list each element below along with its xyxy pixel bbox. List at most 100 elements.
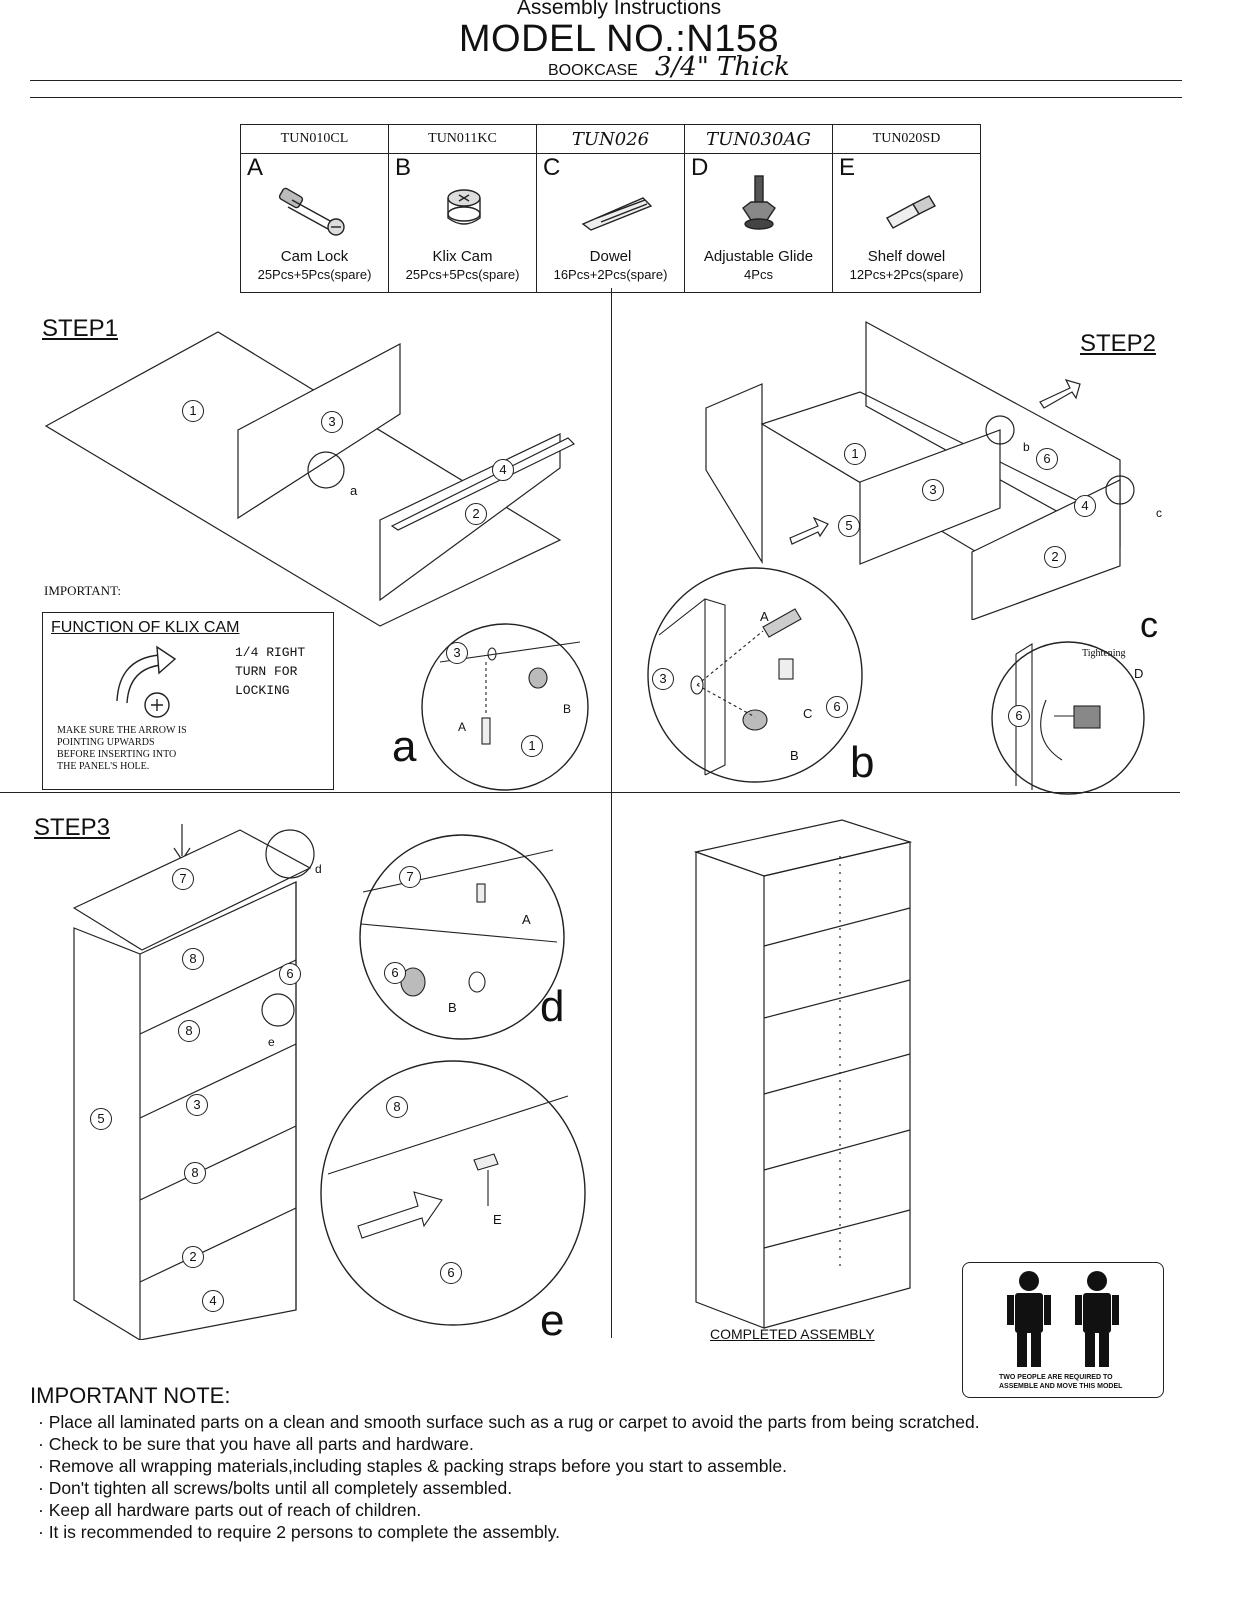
adjustable-glide-icon bbox=[742, 175, 776, 230]
document-subtitle: Assembly Instructions bbox=[516, 0, 722, 19]
panel-1-bottom bbox=[44, 331, 562, 627]
part-callout-3-step3: 3 bbox=[186, 1094, 208, 1116]
part-quantity: 12Pcs+2Pcs(spare) bbox=[849, 267, 964, 282]
function-box-title: FUNCTION OF KLIX CAM bbox=[51, 619, 240, 636]
product-type: BOOKCASE bbox=[548, 62, 638, 79]
cam-lock-icon bbox=[278, 187, 345, 236]
part-letter: C bbox=[543, 154, 561, 181]
detail-letter-e: e bbox=[540, 1296, 565, 1345]
dowel-icon bbox=[581, 197, 653, 231]
vertical-divider bbox=[611, 288, 612, 1338]
two-people-notice-box: TWO PEOPLE ARE REQUIRED TO ASSEMBLE AND … bbox=[962, 1262, 1164, 1398]
part-callout-6-step3: 6 bbox=[279, 963, 301, 985]
part-code-e: TUN020SD bbox=[832, 124, 981, 154]
warn-text-line1: MAKE SURE THE ARROW IS bbox=[57, 725, 187, 736]
tightening-label: Tightening bbox=[1082, 648, 1126, 659]
completed-bookcase-drawing bbox=[693, 819, 913, 1329]
klix-cam-function-box: FUNCTION OF KLIX CAM 1/4 RIGHT TURN FOR … bbox=[42, 612, 334, 790]
detail-letter-a: a bbox=[392, 722, 417, 771]
part-cell-dowel: C Dowel 16Pcs+2Pcs(spare) bbox=[536, 153, 685, 293]
part-letter: B bbox=[395, 154, 412, 181]
step3-label: STEP3 bbox=[34, 814, 111, 841]
note-item: · Check to be sure that you have all par… bbox=[38, 1434, 474, 1454]
part-callout-1-step2: 1 bbox=[844, 443, 866, 465]
step2-label: STEP2 bbox=[1080, 330, 1157, 357]
part-callout-8-b: 8 bbox=[178, 1020, 200, 1042]
detail-d-callout-7: 7 bbox=[399, 866, 421, 888]
part-name: Cam Lock bbox=[280, 248, 349, 265]
part-letter: A bbox=[247, 154, 264, 181]
step3-diagram bbox=[72, 824, 315, 1340]
part-callout-5: 5 bbox=[90, 1108, 112, 1130]
part-letter: E bbox=[839, 154, 856, 181]
handwritten-thickness-note: 3/4" Thick bbox=[655, 52, 790, 82]
part-cell-adjustable-glide: D Adjustable Glide 4Pcs bbox=[684, 153, 833, 293]
part-callout-4: 4 bbox=[492, 459, 514, 481]
two-people-notice-text: TWO PEOPLE ARE REQUIRED TO ASSEMBLE AND … bbox=[999, 1374, 1123, 1390]
part-code-d: TUN030AG bbox=[684, 124, 833, 154]
part-callout-2: 2 bbox=[465, 503, 487, 525]
part-name: Adjustable Glide bbox=[703, 248, 814, 265]
detail-e-callout-6: 6 bbox=[440, 1262, 462, 1284]
part-callout-3-step2: 3 bbox=[922, 479, 944, 501]
detail-a-callout-3: 3 bbox=[446, 642, 468, 664]
detail-b-callout-6: 6 bbox=[826, 696, 848, 718]
part-code-a: TUN010CL bbox=[240, 124, 389, 154]
detail-d-circle bbox=[359, 834, 565, 1040]
part-letter: D bbox=[691, 154, 709, 181]
note-item: · Place all laminated parts on a clean a… bbox=[38, 1412, 980, 1432]
part-cell-klix-cam: B Klix Cam 25Pcs+5Pcs(spare) bbox=[388, 153, 537, 293]
part-callout-7: 7 bbox=[172, 868, 194, 890]
part-quantity: 25Pcs+5Pcs(spare) bbox=[405, 267, 520, 282]
part-callout-3: 3 bbox=[321, 411, 343, 433]
part-callout-5-step2: 5 bbox=[838, 515, 860, 537]
note-item: · It is recommended to require 2 persons… bbox=[38, 1522, 561, 1542]
detail-c-circle bbox=[991, 641, 1145, 795]
part-callout-2-step3: 2 bbox=[182, 1246, 204, 1268]
turn-text-line1: 1/4 RIGHT bbox=[235, 645, 306, 660]
warn-text-line3: BEFORE INSERTING INTO bbox=[57, 749, 177, 760]
part-cell-shelf-dowel: E Shelf dowel 12Pcs+2Pcs(spare) bbox=[832, 153, 981, 293]
detail-letter-d: d bbox=[540, 982, 565, 1031]
detail-b-circle bbox=[647, 567, 863, 783]
part-callout-8-c: 8 bbox=[184, 1162, 206, 1184]
step1-label: STEP1 bbox=[42, 315, 119, 342]
detail-marker-c: c bbox=[1156, 506, 1162, 520]
header-rule-top bbox=[30, 80, 1182, 81]
part-callout-6-step2: 6 bbox=[1036, 448, 1058, 470]
rotate-arrow-icon bbox=[116, 645, 177, 718]
part-quantity: 25Pcs+5Pcs(spare) bbox=[257, 267, 372, 282]
detail-marker-b: b bbox=[1023, 440, 1030, 454]
part-quantity: 16Pcs+2Pcs(spare) bbox=[553, 267, 668, 282]
horizontal-divider bbox=[0, 792, 1180, 793]
part-name: Shelf dowel bbox=[867, 248, 946, 265]
detail-c-callout-6: 6 bbox=[1008, 705, 1030, 727]
shelf-dowel-icon bbox=[886, 195, 936, 229]
detail-b-callout-3: 3 bbox=[652, 668, 674, 690]
part-callout-1: 1 bbox=[182, 400, 204, 422]
detail-d-callout-6: 6 bbox=[384, 962, 406, 984]
detail-a-callout-1: 1 bbox=[521, 735, 543, 757]
klix-cam-icon bbox=[447, 189, 481, 225]
detail-marker-e: e bbox=[268, 1035, 275, 1049]
turn-text-line3: LOCKING bbox=[235, 683, 290, 698]
important-note-title: IMPORTANT NOTE: bbox=[30, 1383, 231, 1408]
detail-e-callout-8: 8 bbox=[386, 1096, 408, 1118]
detail-letter-b: b bbox=[850, 738, 875, 787]
panel-7-top bbox=[72, 829, 312, 951]
part-code-b: TUN011KC bbox=[388, 124, 537, 154]
note-item: · Remove all wrapping materials,includin… bbox=[38, 1456, 787, 1476]
turn-text-line2: TURN FOR bbox=[235, 664, 298, 679]
part-callout-2-step2: 2 bbox=[1044, 546, 1066, 568]
important-label: IMPORTANT: bbox=[44, 583, 121, 598]
model-number-title: MODEL NO.:N158 bbox=[458, 18, 780, 60]
detail-e-circle bbox=[320, 1060, 586, 1326]
header-rule-bottom bbox=[30, 97, 1182, 98]
part-callout-4-step3: 4 bbox=[202, 1290, 224, 1312]
warn-text-line2: POINTING UPWARDS bbox=[57, 737, 155, 748]
note-item: · Keep all hardware parts out of reach o… bbox=[38, 1500, 422, 1520]
part-callout-8-a: 8 bbox=[182, 948, 204, 970]
detail-marker-a: a bbox=[350, 483, 358, 498]
panel-3-divider bbox=[237, 343, 401, 520]
step1-diagram bbox=[44, 331, 576, 627]
